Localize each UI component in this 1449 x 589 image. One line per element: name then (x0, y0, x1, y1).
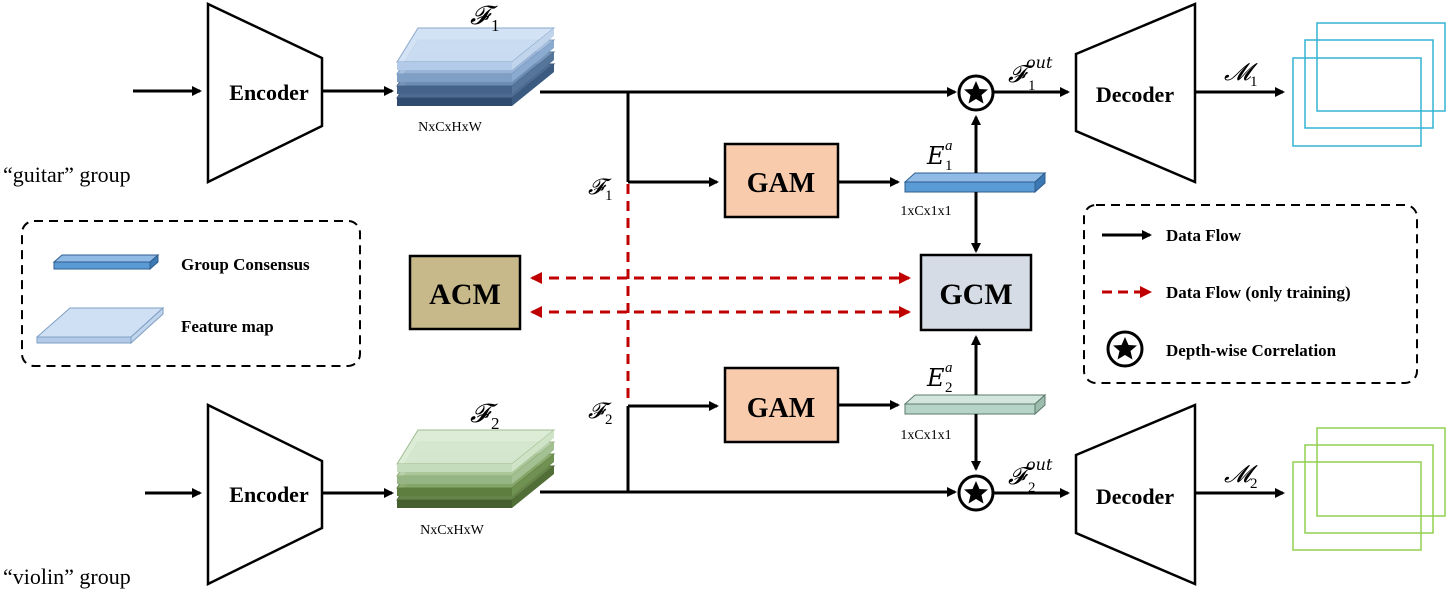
top-m-symbol: 𝓜 1 (1224, 58, 1258, 90)
svg-text:2: 2 (945, 380, 953, 396)
svg-text:out: out (1026, 53, 1053, 72)
bottom-branch-symbol: 𝓕 2 (588, 399, 613, 428)
bottom-output-masks (1292, 427, 1446, 551)
svg-text:1: 1 (945, 158, 953, 174)
svg-text:1: 1 (605, 188, 613, 204)
top-gam-block: GAM (723, 142, 840, 219)
legend-consensus-icon (52, 253, 160, 271)
top-decoder: Decoder (1074, 2, 1197, 184)
top-encoder-label: Encoder (229, 80, 309, 105)
bottom-encoder: Encoder (206, 402, 324, 587)
bottom-group-label: “violin” group (3, 564, 131, 589)
top-encoder: Encoder (206, 2, 324, 185)
top-feature-dims: NxCxHxW (418, 120, 483, 135)
bottom-fout-symbol: 𝓕 out 2 (1008, 455, 1053, 496)
bottom-decoder: Decoder (1074, 403, 1197, 586)
top-feature-symbol: 𝓕 1 (470, 1, 500, 35)
svg-text:1: 1 (1250, 74, 1258, 90)
right-legend: Data Flow Data Flow (only training) Dept… (1083, 204, 1418, 384)
top-branch-symbol: 𝓕 1 (588, 175, 613, 204)
bottom-consensus-vector (903, 393, 1047, 416)
bottom-feature-dims: NxCxHxW (420, 523, 485, 538)
gcm-label: GCM (939, 278, 1012, 311)
top-gam-label: GAM (747, 168, 815, 199)
bottom-correlation-icon (957, 474, 995, 512)
top-consensus-vector (903, 171, 1047, 194)
legend-feature-label: Feature map (181, 317, 274, 336)
svg-text:1: 1 (1028, 78, 1036, 94)
bottom-gam-label: GAM (747, 393, 815, 424)
svg-text:E: E (926, 142, 945, 170)
svg-text:1: 1 (491, 16, 500, 35)
svg-text:a: a (945, 360, 953, 376)
acm-block: ACM (408, 254, 522, 331)
legend-training-label: Data Flow (only training) (1166, 283, 1351, 302)
svg-text:2: 2 (1250, 476, 1258, 492)
training-flow-lines (530, 184, 911, 402)
legend-correlation-label: Depth-wise Correlation (1166, 341, 1337, 360)
svg-text:E: E (926, 364, 945, 392)
left-legend: Group Consensus Feature map (21, 220, 361, 367)
legend-consensus-label: Group Consensus (181, 255, 310, 274)
top-group-label: “guitar” group (3, 162, 131, 187)
bottom-feature-symbol: 𝓕 2 (470, 399, 500, 433)
top-feature-stack (396, 27, 556, 106)
top-decoder-label: Decoder (1096, 82, 1174, 107)
top-fout-symbol: 𝓕 out 1 (1008, 53, 1053, 94)
top-output-masks (1292, 22, 1446, 147)
bottom-decoder-label: Decoder (1096, 484, 1174, 509)
svg-text:a: a (945, 138, 953, 154)
bottom-feature-stack (396, 429, 556, 508)
top-vector-dims: 1xCx1x1 (900, 204, 951, 219)
bottom-encoder-label: Encoder (229, 482, 309, 507)
bottom-vector-dims: 1xCx1x1 (900, 428, 951, 443)
svg-text:2: 2 (1028, 480, 1036, 496)
acm-label: ACM (429, 278, 501, 311)
legend-feature-icon (35, 306, 165, 345)
top-correlation-icon (957, 74, 995, 112)
bottom-gam-block: GAM (723, 366, 840, 444)
legend-data-flow-label: Data Flow (1166, 226, 1242, 245)
gcm-block: GCM (919, 253, 1033, 332)
bottom-e-symbol: E a 2 (926, 360, 953, 396)
svg-text:2: 2 (605, 412, 613, 428)
top-e-symbol: E a 1 (926, 138, 953, 174)
legend-correlation-icon (1106, 330, 1144, 368)
svg-text:out: out (1026, 455, 1053, 474)
bottom-m-symbol: 𝓜 2 (1224, 460, 1258, 492)
svg-text:2: 2 (491, 414, 500, 433)
